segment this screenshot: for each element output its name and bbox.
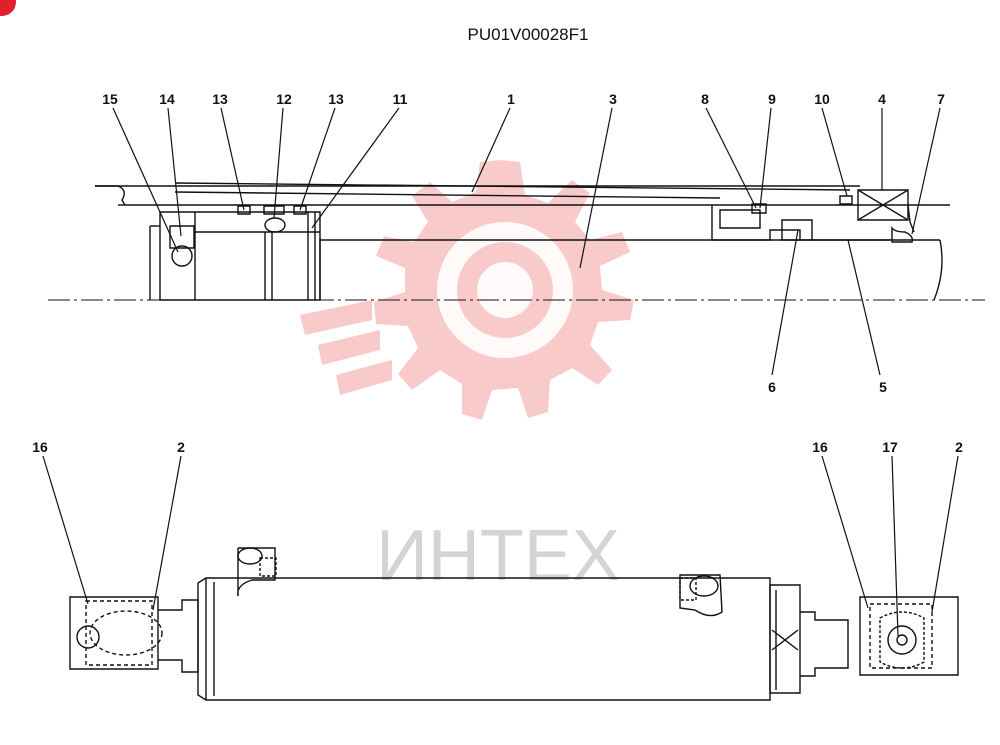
callout-11: 11 xyxy=(393,91,408,107)
callout-12: 12 xyxy=(276,91,292,107)
drawing-code: PU01V00028F1 xyxy=(468,25,589,44)
callout-13a: 13 xyxy=(212,91,228,107)
callout-2-right: 2 xyxy=(955,439,963,455)
callout-4: 4 xyxy=(878,91,886,107)
callout-16-right: 16 xyxy=(812,439,828,455)
callout-15: 15 xyxy=(102,91,118,107)
callout-17: 17 xyxy=(882,439,898,455)
leader-lines-top xyxy=(113,108,940,375)
callout-7: 7 xyxy=(937,91,945,107)
callout-6: 6 xyxy=(768,379,776,395)
exterior-view xyxy=(70,548,958,700)
leader-lines-bottom xyxy=(43,456,958,636)
callout-16-left: 16 xyxy=(32,439,48,455)
watermark-logo xyxy=(300,160,634,420)
callouts-bottom: 16 2 16 17 2 xyxy=(32,439,963,455)
callout-13b: 13 xyxy=(328,91,344,107)
watermark-text: ИНТЕХ xyxy=(376,516,620,596)
callouts-top: 15 14 13 12 13 11 1 3 8 9 10 4 7 6 5 xyxy=(102,91,945,395)
callout-1: 1 xyxy=(507,91,515,107)
callout-10: 10 xyxy=(814,91,830,107)
callout-3: 3 xyxy=(609,91,617,107)
callout-8: 8 xyxy=(701,91,709,107)
section-view xyxy=(48,183,985,300)
callout-9: 9 xyxy=(768,91,776,107)
callout-14: 14 xyxy=(159,91,175,107)
corner-mark xyxy=(0,0,16,16)
callout-2-left: 2 xyxy=(177,439,185,455)
callout-5: 5 xyxy=(879,379,887,395)
